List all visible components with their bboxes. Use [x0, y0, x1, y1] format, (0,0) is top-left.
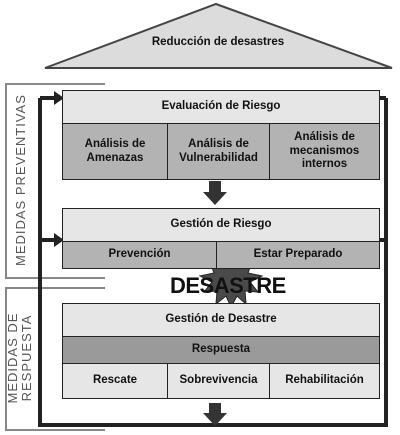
desastre-label: DESASTRE [170, 273, 286, 298]
gestion-riesgo-title: Gestión de Riesgo [62, 208, 380, 242]
gestion-riesgo-preparado: Estar Preparado [216, 241, 380, 269]
side-label-respuesta-2: RESPUESTA [19, 314, 34, 402]
gestion-desastre-title: Gestión de Desastre [62, 303, 380, 337]
gestion-riesgo-prevencion: Prevención [62, 241, 217, 269]
arrow-down-icon [203, 413, 227, 426]
arrow-down-icon [203, 192, 227, 205]
frame-left-line [38, 98, 216, 427]
preventivas-bracket [5, 83, 105, 279]
frame-right-line [216, 98, 388, 427]
respuesta-item-rehabilitacion: Rehabilitación [269, 363, 380, 399]
arrow-right-icon [54, 233, 64, 247]
respuesta-bar: Respuesta [62, 336, 380, 364]
side-label-preventivas: MEDIDAS PREVENTIVAS [13, 94, 28, 266]
evaluacion-item-amenazas: Análisis de Amenazas [62, 123, 168, 180]
side-label-respuesta-1: MEDIDAS DE [5, 312, 20, 404]
roof-label: Reducción de desastres [151, 36, 285, 48]
roof-triangle [44, 2, 393, 69]
evaluacion-item-mecanismos: Análisis de mecanismos internos [269, 123, 380, 180]
respuesta-bracket [5, 287, 105, 431]
arrow-right-icon [54, 91, 64, 105]
respuesta-item-sobrevivencia: Sobrevivencia [167, 363, 270, 399]
evaluacion-title: Evaluación de Riesgo [62, 90, 380, 124]
evaluacion-item-vulnerabilidad: Análisis de Vulnerabilidad [167, 123, 270, 180]
respuesta-item-rescate: Rescate [62, 363, 168, 399]
